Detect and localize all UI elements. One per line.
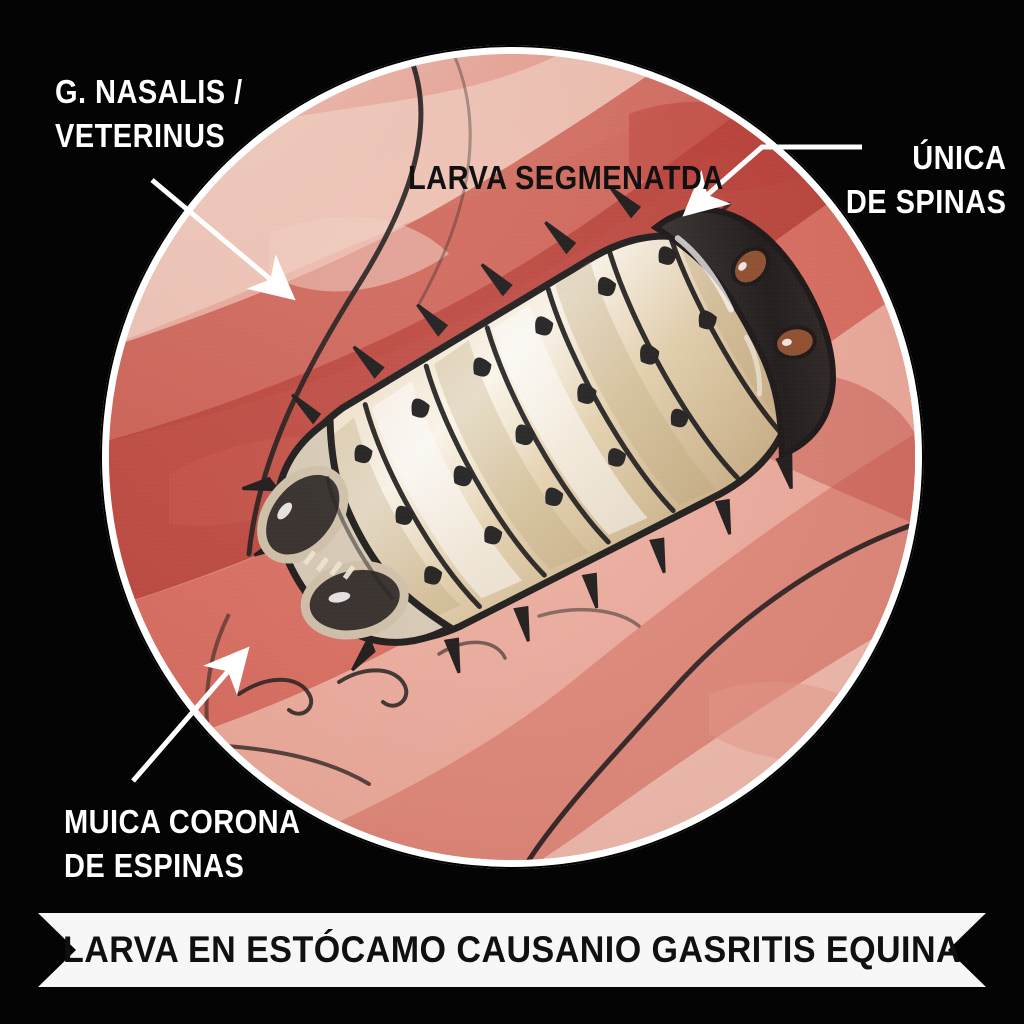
label-g-nasalis-veterinus: G. NASALIS / VETERINUS <box>55 70 243 158</box>
label-muica-line1: MUICA CORONA <box>64 803 301 840</box>
label-larva-segmentada-line1: LARVA SEGMENATDA <box>408 159 724 196</box>
label-larva-segmentada: LARVA SEGMENATDA <box>408 158 724 198</box>
caption-banner <box>38 913 986 987</box>
label-unica-de-spinas: ÚNICA DE SPINAS <box>846 136 1006 224</box>
label-unica-line2: DE SPINAS <box>845 183 1006 220</box>
caption-banner-text: LARVA EN ESTÓCAMO CAUSANIO GASRITIS EQUI… <box>62 929 962 970</box>
label-g-nasalis-line2: VETERINUS <box>55 117 226 154</box>
label-muica-corona-de-espinas: MUICA CORONA DE ESPINAS <box>64 800 301 888</box>
label-unica-line1: ÚNICA <box>911 139 1006 176</box>
label-g-nasalis-line1: G. NASALIS / <box>55 73 243 110</box>
label-muica-line2: DE ESPINAS <box>64 847 245 884</box>
